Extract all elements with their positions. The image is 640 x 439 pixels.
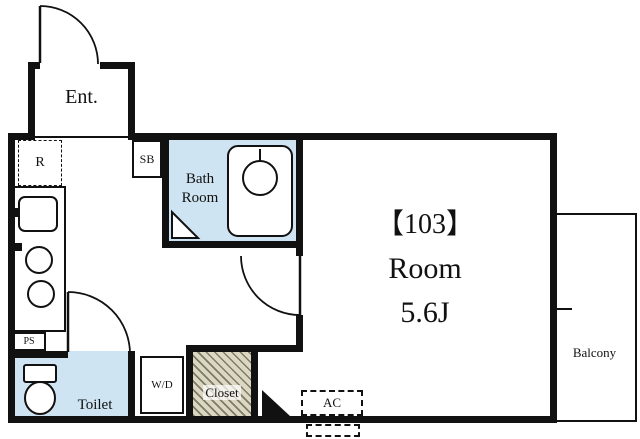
balcony-label: Balcony <box>572 345 617 360</box>
toilet-label-wrap: Toilet <box>58 397 132 414</box>
closet-floor <box>193 352 251 416</box>
air-conditioner-label: AC <box>322 395 342 410</box>
bottom-wall <box>8 416 557 423</box>
entry-door-arc <box>39 5 99 65</box>
balcony-label-wrap: Balcony <box>552 345 637 361</box>
pipe-space-label: PS <box>23 336 35 347</box>
kitchen-sink <box>18 196 58 232</box>
entrance-step-line <box>35 136 128 138</box>
toilet-top-wall <box>8 351 68 358</box>
bathroom-left-wall <box>162 140 169 248</box>
washer-dryer-label: W/D <box>151 379 173 391</box>
closet-door-triangle <box>262 390 290 416</box>
bathroom-label-line2: Room <box>181 190 219 206</box>
bathroom-bottom-wall <box>162 241 303 248</box>
closet-label-wrap: Closet <box>191 385 253 401</box>
closet-left-wall <box>186 345 193 423</box>
closet-right-wall <box>251 345 258 423</box>
toilet-right-wall <box>128 351 135 423</box>
hall-room-divider-wall <box>258 345 303 352</box>
closet-top-wall <box>186 345 258 352</box>
shoe-box: SB <box>132 140 162 178</box>
refrigerator-label: R <box>35 155 45 170</box>
entrance-top-wall-right <box>100 62 135 69</box>
entrance-top-wall-left <box>28 62 40 69</box>
air-conditioner-box: AC <box>301 390 363 416</box>
shoe-box-label: SB <box>139 151 155 166</box>
room-type-label: Room <box>388 252 462 285</box>
refrigerator-box: R <box>18 140 62 186</box>
toilet-label: Toilet <box>77 397 113 413</box>
room-door-arc <box>240 255 301 316</box>
bathroom-label: Bath Room <box>170 170 230 208</box>
toilet-door-arc <box>67 291 131 355</box>
closet-label: Closet <box>203 385 241 400</box>
top-wall-right-segment <box>128 133 557 140</box>
main-room-label: 【103】 Room 5.6J <box>305 203 545 335</box>
room-door-lower-wall <box>296 315 303 352</box>
room-size-label: 5.6J <box>400 296 450 329</box>
bathroom-label-line1: Bath <box>185 171 215 187</box>
entrance-label-wrap: Ent. <box>35 86 128 109</box>
entrance-left-wall <box>28 62 35 133</box>
washer-dryer-box: W/D <box>140 356 184 414</box>
bathroom-right-wall <box>296 140 303 256</box>
entrance-label: Ent. <box>65 86 98 108</box>
right-wall <box>550 133 557 423</box>
left-wall <box>8 133 15 423</box>
ac-outdoor-unit-box <box>306 424 360 437</box>
balcony-area <box>552 213 637 422</box>
pipe-space-box: PS <box>12 332 46 351</box>
entrance-right-wall <box>128 62 135 133</box>
unit-number: 【103】 <box>375 209 474 240</box>
top-wall-left-segment <box>8 133 35 140</box>
